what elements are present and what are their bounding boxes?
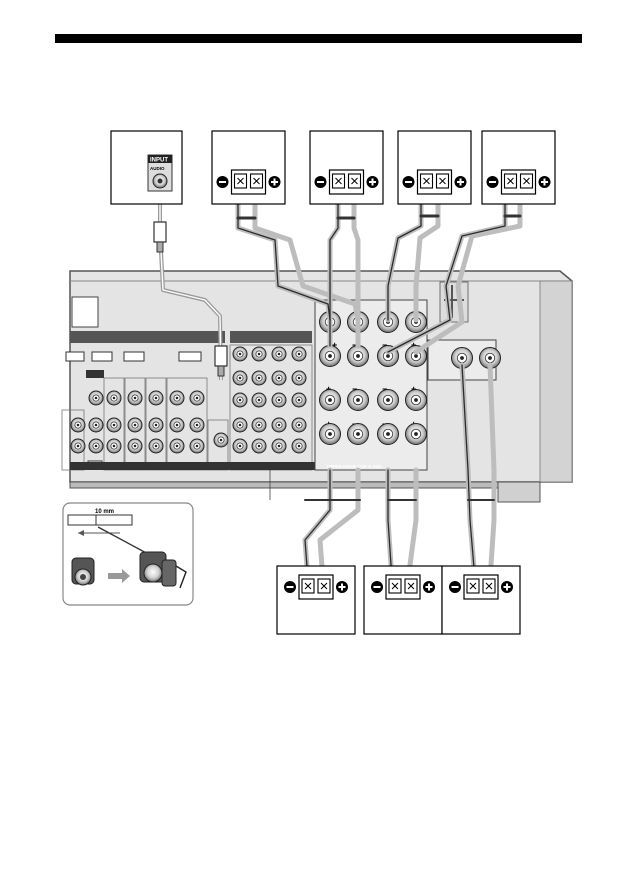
center-speaker	[397, 130, 472, 205]
rca-jack	[291, 417, 307, 433]
plus-terminal-icon	[538, 176, 551, 188]
rca-jack	[148, 417, 164, 433]
front-left-speaker	[211, 130, 286, 205]
plus-terminal-icon	[423, 581, 435, 593]
rca-jack	[169, 390, 185, 406]
speaker-binding-post	[405, 389, 427, 411]
header-bar	[55, 34, 582, 43]
rca-jack	[251, 417, 267, 433]
rca-jack	[271, 392, 287, 408]
rca-jack	[232, 417, 248, 433]
minus-terminal-icon	[402, 176, 415, 188]
hdmi-ports	[65, 351, 202, 362]
rca-jack	[106, 417, 122, 433]
rca-jack	[232, 438, 248, 454]
rca-jack	[251, 370, 267, 386]
center-minus-mark: −	[382, 340, 387, 350]
rca-jack	[169, 417, 185, 433]
minus-terminal-icon	[216, 176, 229, 188]
rca-jack	[88, 390, 104, 406]
rca-jack	[232, 392, 248, 408]
speaker-binding-post	[405, 423, 427, 445]
subwoofer-input-panel: INPUT AUDIO	[110, 130, 183, 205]
rca-jack	[291, 370, 307, 386]
sur-plus-mark-2: +	[411, 384, 416, 394]
terminal-open-illustration	[71, 557, 95, 586]
plus-terminal-icon	[336, 581, 348, 593]
rca-jack	[169, 438, 185, 454]
speaker-wires	[235, 195, 523, 583]
rca-jack	[251, 346, 267, 362]
minus-terminal-icon	[284, 581, 296, 593]
rca-jack	[271, 346, 287, 362]
speaker-binding-post	[347, 345, 369, 367]
rca-jack	[232, 346, 248, 362]
audio-label: AUDIO	[150, 166, 165, 171]
surround-left-speaker	[276, 565, 356, 635]
front-minus-mark: −	[352, 340, 357, 350]
plus-terminal-icon	[268, 176, 281, 188]
sur-minus-mark-2: −	[382, 384, 387, 394]
speaker-binding-post	[319, 345, 341, 367]
subwoofer-cable	[153, 198, 228, 381]
speaker-binding-post	[479, 347, 501, 369]
rca-jack	[251, 438, 267, 454]
surround-right-speaker	[363, 565, 443, 635]
impedance-label: IMPEDANCE USE 6-16Ω	[327, 464, 382, 470]
rca-jack	[271, 417, 287, 433]
rca-jack	[127, 438, 143, 454]
speaker-binding-post	[347, 389, 369, 411]
rca-jack	[271, 370, 287, 386]
rca-jack	[271, 438, 287, 454]
rca-jack	[291, 438, 307, 454]
rca-jack	[106, 438, 122, 454]
surround-speaker	[481, 130, 556, 205]
rca-jack	[291, 392, 307, 408]
input-label: INPUT	[150, 158, 168, 164]
front-right-speaker	[309, 130, 384, 205]
rca-jack	[70, 438, 86, 454]
speaker-binding-post	[347, 423, 369, 445]
speaker-binding-post	[451, 347, 473, 369]
minus-terminal-icon	[314, 176, 327, 188]
rca-jack	[88, 417, 104, 433]
receiver-jacks	[70, 311, 501, 454]
terminal-closed-illustration	[139, 551, 187, 589]
sur-minus-mark: −	[352, 384, 357, 394]
rca-jack	[232, 370, 248, 386]
rca-jack	[251, 392, 267, 408]
rca-jack	[189, 417, 205, 433]
rca-jack	[70, 417, 86, 433]
rca-jack	[148, 390, 164, 406]
front-plus-mark: +	[332, 340, 337, 350]
rca-jack	[127, 417, 143, 433]
rca-jack	[127, 390, 143, 406]
speaker-binding-post	[319, 423, 341, 445]
rca-jack	[189, 438, 205, 454]
rca-jack	[148, 438, 164, 454]
minus-terminal-icon	[371, 581, 383, 593]
wire-stripping-inset: 10 mm	[62, 502, 194, 606]
minus-terminal-icon	[449, 581, 461, 593]
speaker-binding-post	[319, 389, 341, 411]
minus-terminal-icon	[486, 176, 499, 188]
rca-jack	[88, 438, 104, 454]
sur-plus-mark: +	[326, 384, 331, 394]
speakers	[211, 130, 556, 635]
strip-length-label: 10 mm	[95, 509, 114, 515]
speaker-binding-post	[377, 389, 399, 411]
rca-jack	[291, 346, 307, 362]
surround-back-speaker	[441, 565, 521, 635]
subwoofer-out-jack	[213, 432, 229, 448]
plus-terminal-icon	[454, 176, 467, 188]
plus-terminal-icon	[501, 581, 513, 593]
plus-terminal-icon	[366, 176, 379, 188]
rca-jack	[189, 390, 205, 406]
center-plus-mark: +	[411, 340, 416, 350]
speaker-binding-post	[377, 423, 399, 445]
rca-jack	[106, 390, 122, 406]
